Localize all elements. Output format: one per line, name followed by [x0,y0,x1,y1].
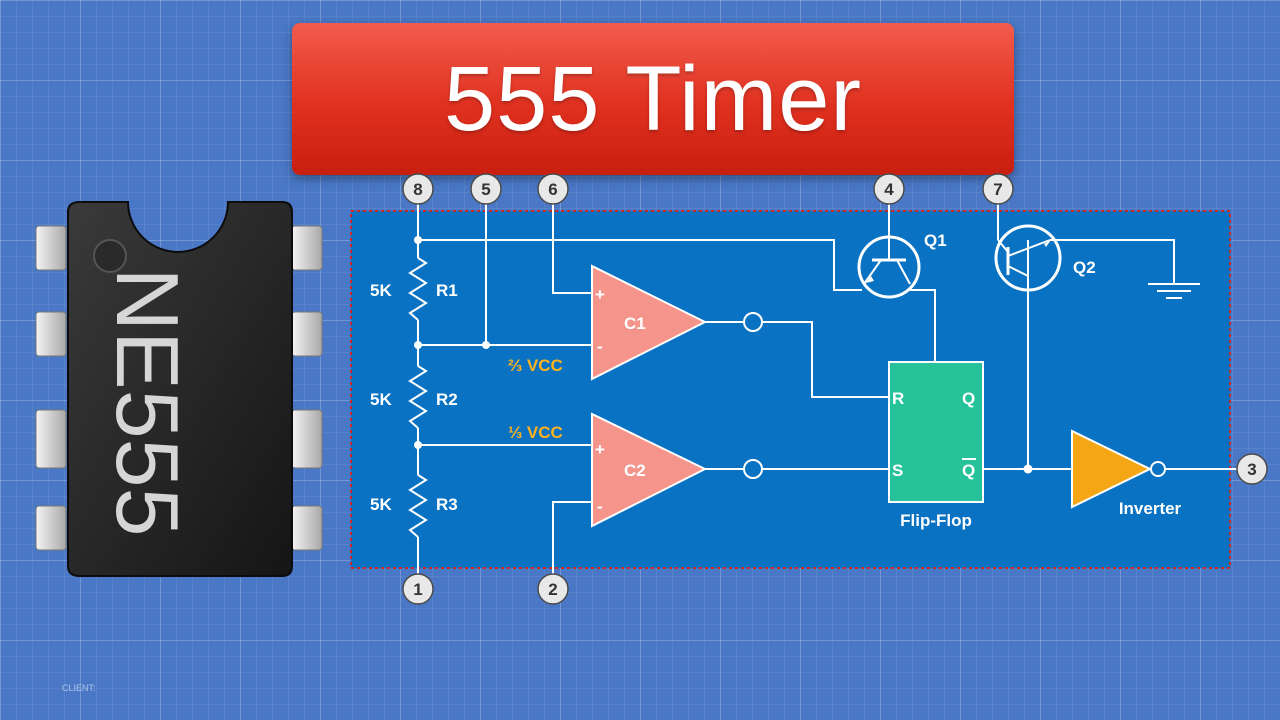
transistor-q1 [857,235,921,299]
pin-7-marker: 7 [982,173,1014,205]
pin-2-label: 2 [548,580,557,599]
c1-plus: + [595,285,605,304]
pin-6-marker: 6 [537,173,569,205]
pin-5-marker: 5 [470,173,502,205]
flip-flop-name: Flip-Flop [900,511,972,530]
pin-1-marker: 1 [402,573,434,605]
pin-3-label: 3 [1247,460,1256,479]
pin-3-marker: 3 [1236,453,1268,485]
flip-flop-s: S [892,461,903,480]
resistor-r1 [408,257,428,321]
r2-name: R2 [436,390,458,409]
lower-reference-label: ⅓ VCC [508,423,563,442]
inverter-output-bubble [1150,461,1166,477]
pin-7-label: 7 [993,180,1002,199]
pin-4-label: 4 [884,180,894,199]
c1-minus: - [597,337,603,356]
r3-value: 5K [370,495,392,514]
comparator-c1: + - C1 [591,264,763,381]
resistor-r2 [408,365,428,429]
client-label: CLIENT: [62,683,96,693]
upper-reference-label: ⅔ VCC [508,356,563,375]
c2-plus: + [595,440,605,459]
chip-left-pins [35,225,67,551]
flip-flop-qbar: Q [962,461,975,480]
flip-flop-r: R [892,389,904,408]
chip-right-pins [291,225,323,551]
junction-dots [414,236,1033,474]
comparator-c2: + - C2 [591,412,763,528]
circuit-wires [417,202,1240,577]
transistor-q2 [994,224,1062,292]
circuit-board [350,210,1231,569]
chip-pin1-dot [93,239,127,273]
pin-6-label: 6 [548,180,557,199]
inverter-name: Inverter [1119,499,1182,518]
r3-name: R3 [436,495,458,514]
pin-8-label: 8 [413,180,422,199]
ground-symbol [1148,283,1200,299]
flip-flop: R Q S Q [888,361,984,503]
title-text: 555 Timer [443,47,863,150]
pin-4-marker: 4 [873,173,905,205]
title-banner: 555 Timer [292,23,1014,175]
pin-8-marker: 8 [402,173,434,205]
resistor-r3 [408,474,428,538]
pin-2-marker: 2 [537,573,569,605]
q2-label: Q2 [1073,258,1096,277]
c2-minus: - [597,497,603,516]
inverter [1071,429,1166,509]
q1-label: Q1 [924,231,947,250]
c1-name: C1 [624,314,646,333]
chip-marking: NE555 [98,267,197,536]
r1-name: R1 [436,281,458,300]
chip-body [67,201,293,577]
c2-output-bubble [743,459,763,479]
pin-1-label: 1 [413,580,422,599]
c1-output-bubble [743,312,763,332]
ne555-chip: NE555 [35,201,323,577]
r2-value: 5K [370,390,392,409]
flip-flop-q: Q [962,389,975,408]
pin-5-label: 5 [481,180,490,199]
r1-value: 5K [370,281,392,300]
c2-name: C2 [624,461,646,480]
